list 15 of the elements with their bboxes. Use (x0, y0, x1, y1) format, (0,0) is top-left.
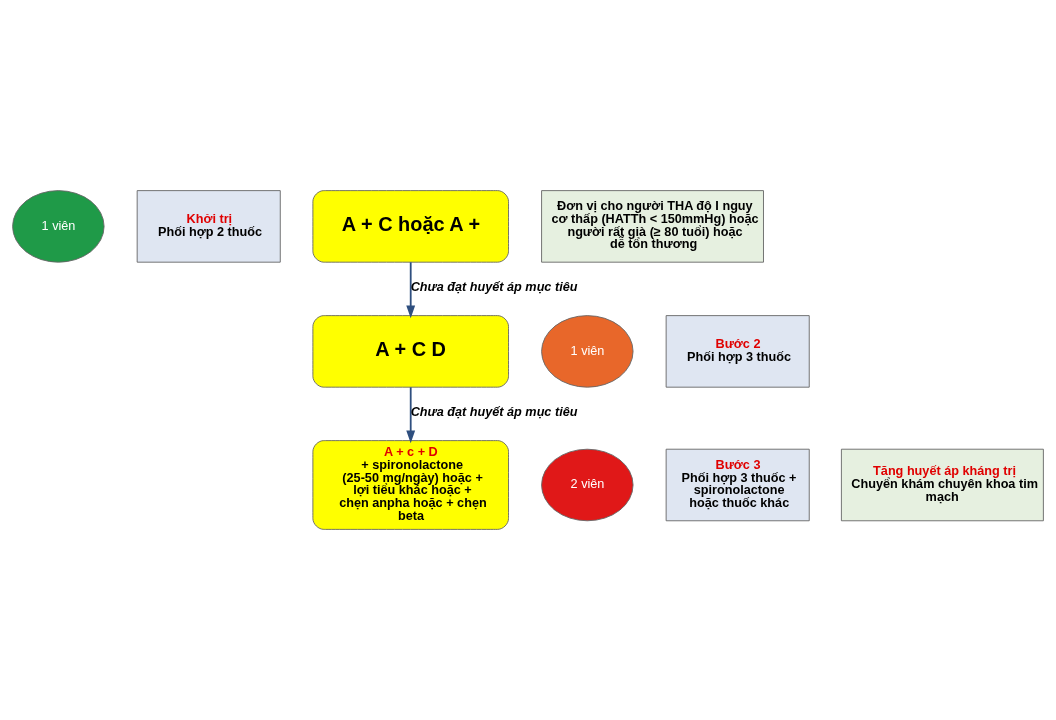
node-box: Bước 3 Phối hợp 3 thuốc + spironolactone hoặc thuốc khác (665, 448, 810, 522)
node-box: Tăng huyết áp kháng trị Chuyển khám chuyên khoa tim mạch (840, 448, 1044, 522)
edge-label: Chưa đạt huyết áp mục tiêu (410, 280, 578, 295)
node-ellipse: 1 viên (12, 190, 105, 263)
node-ellipse: 2 viên (541, 448, 634, 522)
node-box: A + c + D + spironolactone (25-50 mg/ngày) hoặc + lợi tiểu khác hoặc + chẹn anpha hoặc + chẹn beta (312, 440, 509, 530)
arrow (406, 261, 416, 319)
node-ellipse: 1 viên (541, 315, 634, 388)
edge-label: Chưa đạt huyết áp mục tiêu (410, 405, 578, 420)
node-box: Bước 2 Phối hợp 3 thuốc (665, 315, 810, 388)
node-box: Đơn vị cho người THA độ I nguy cơ thấp (HATTh < 150mmHg) hoặc người rất già (≥ 80 tuổi) hoặc dễ tổn thương (541, 190, 764, 263)
arrow (406, 386, 416, 444)
node-box: Khởi trị Phối hợp 2 thuốc (136, 190, 281, 263)
node-box: A + C hoặc A + (312, 190, 509, 263)
node-box: A + C D (312, 315, 509, 388)
